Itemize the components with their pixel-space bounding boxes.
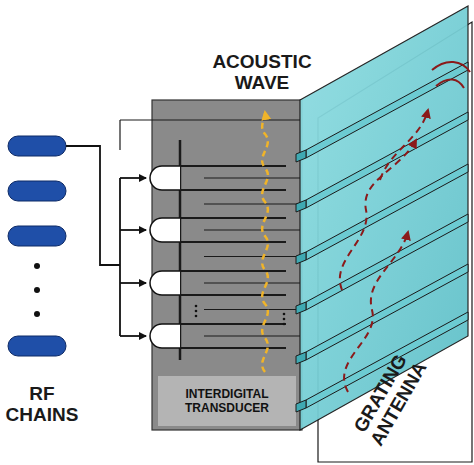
idt-substrate <box>152 100 302 430</box>
idt-label-ground <box>158 376 296 426</box>
transducer-box: INTERDIGITAL TRANSDUCER <box>158 378 296 424</box>
acoustic-wave-arrow <box>262 112 268 372</box>
wave-label: ACOUSTIC WAVE <box>192 52 332 94</box>
ellipsis-dots <box>195 305 286 326</box>
idt-ports <box>150 166 180 348</box>
radiated-waves <box>340 62 470 392</box>
rf-chains <box>8 136 66 356</box>
rf-chains-label: RF CHAINS <box>0 384 84 426</box>
transducer-label: INTERDIGITAL TRANSDUCER <box>158 387 296 416</box>
idt-fingers <box>120 120 300 360</box>
feed-wires <box>66 146 146 336</box>
grating-bars <box>296 62 468 412</box>
